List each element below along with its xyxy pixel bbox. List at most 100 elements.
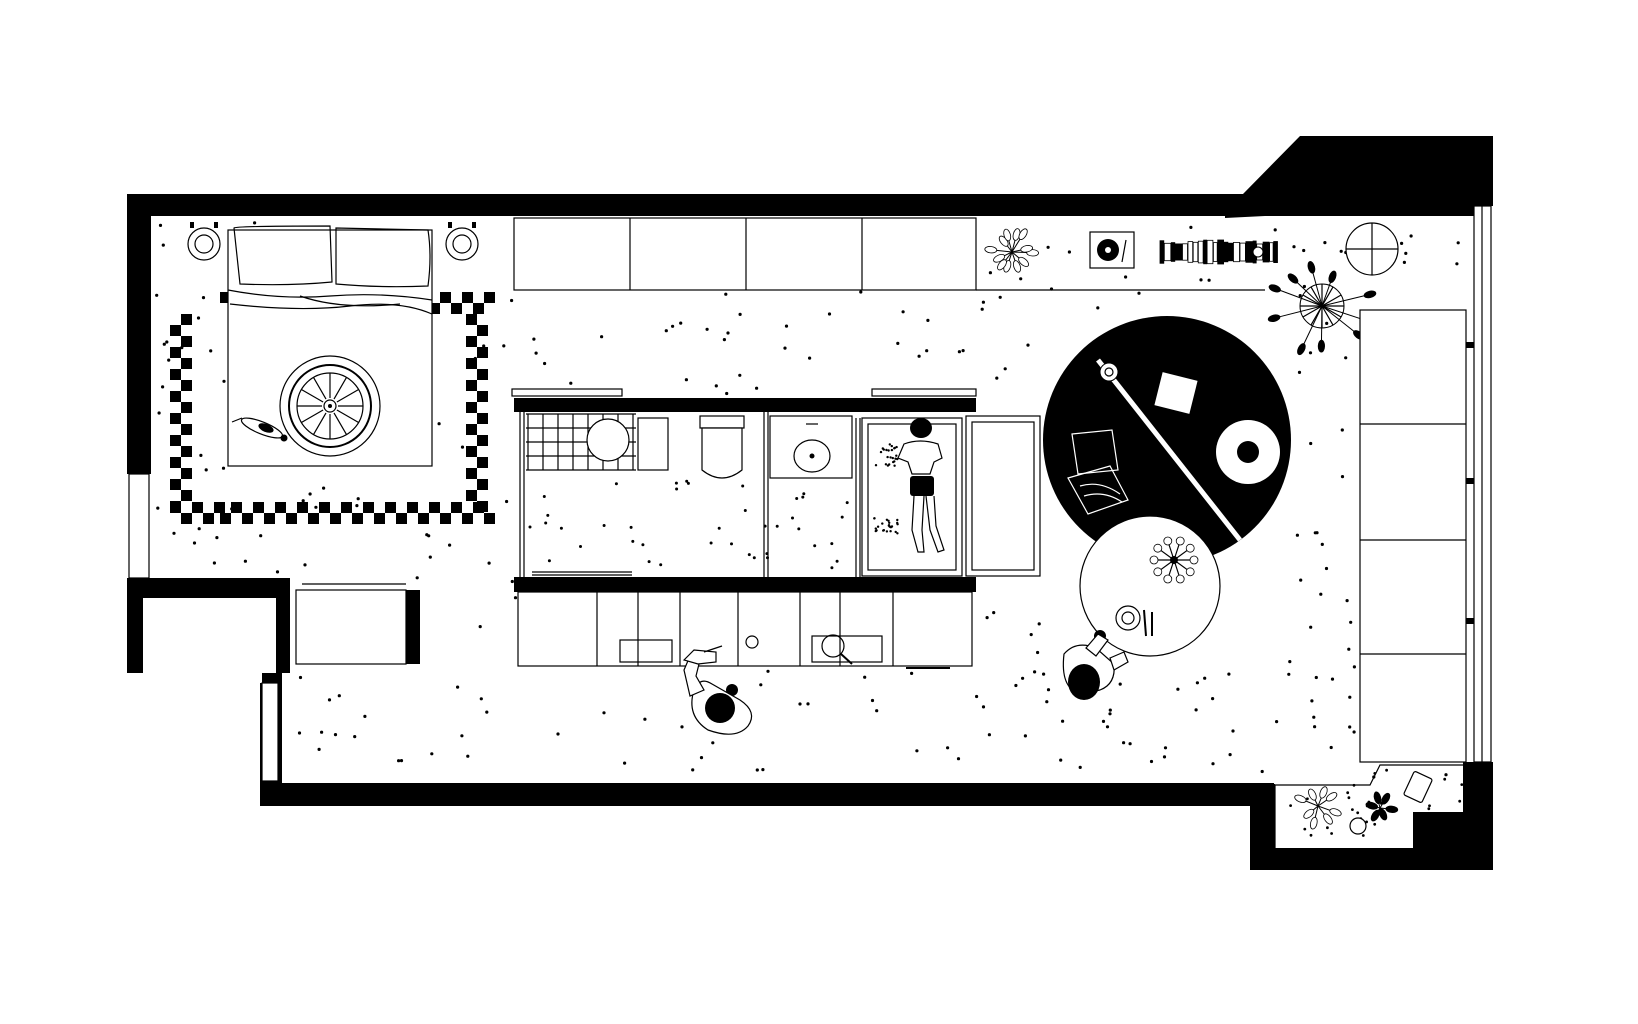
pot-spoke xyxy=(1310,305,1323,326)
speckle-dot xyxy=(215,536,219,540)
pouf-rim xyxy=(288,364,372,448)
pot-spoke xyxy=(1302,305,1323,318)
speckle-dot xyxy=(532,337,536,341)
speckle-dot xyxy=(1313,725,1317,729)
rug-square xyxy=(170,479,181,490)
cushion-outline xyxy=(1067,465,1129,515)
speckle-dot xyxy=(870,698,875,703)
cat-tail xyxy=(231,417,243,423)
speckle-dot xyxy=(356,497,360,501)
speckle-dot xyxy=(755,386,759,390)
speckle-dot xyxy=(1458,799,1462,803)
book-spine xyxy=(1228,242,1234,262)
speckle-dot xyxy=(1260,769,1264,774)
speckle-dot xyxy=(1427,807,1431,811)
speckle-dot xyxy=(301,499,305,503)
small-object xyxy=(1252,246,1264,258)
speckle-dot xyxy=(428,555,432,559)
lamp-base-right xyxy=(472,222,476,228)
flower xyxy=(1175,574,1185,584)
speckle-dot xyxy=(478,625,482,629)
record-label xyxy=(1237,441,1259,463)
bubble xyxy=(888,443,891,446)
speckle-dot xyxy=(623,761,627,765)
blanket-fold xyxy=(229,303,433,315)
rug-square xyxy=(363,502,374,513)
speckle-dot xyxy=(399,759,404,763)
speckle-dot xyxy=(542,495,546,498)
speckle-dot xyxy=(298,675,303,680)
speckle-dot xyxy=(738,312,742,316)
speckle-dot xyxy=(157,411,161,415)
bubble xyxy=(896,521,899,525)
plant-leaf xyxy=(1297,343,1306,356)
speckle-dot xyxy=(957,350,962,354)
speckle-dot xyxy=(1409,234,1413,238)
pod-glass-door xyxy=(965,415,1041,577)
speckle-dot xyxy=(674,481,678,485)
speckle-dot xyxy=(1302,284,1306,289)
plant-leaf xyxy=(1309,816,1318,830)
plant-leaf xyxy=(1294,794,1307,803)
speckle-dot xyxy=(747,553,751,557)
speckle-dot xyxy=(691,768,695,772)
blanket-fold xyxy=(227,289,433,301)
pot-spoke xyxy=(1302,294,1323,307)
speckle-dot xyxy=(156,506,160,510)
speckle-dot xyxy=(988,271,993,275)
speckle-dot xyxy=(1443,777,1447,781)
speckle-dot xyxy=(415,576,419,580)
bubble xyxy=(885,448,888,452)
plant-leaf xyxy=(1363,290,1377,299)
bath-bubbles xyxy=(873,443,899,535)
speckle-dot xyxy=(835,559,839,563)
speckle-dot xyxy=(1400,241,1404,245)
speckle-dot xyxy=(1199,278,1203,282)
speckle-dot xyxy=(1295,533,1299,537)
speckle-dot xyxy=(714,384,718,388)
bubble xyxy=(889,526,893,529)
rug-square xyxy=(477,457,488,468)
plant-leaf xyxy=(1268,284,1281,293)
speckle-dot xyxy=(1347,647,1351,651)
speckle-dot xyxy=(743,509,747,512)
person-arm xyxy=(1085,633,1109,657)
plant-leaf xyxy=(1018,228,1028,240)
pouf-spoke xyxy=(312,377,327,400)
rug-square xyxy=(484,292,495,303)
speckle-dot xyxy=(303,563,307,567)
speckle-dot xyxy=(510,298,514,303)
speckle-dot xyxy=(722,338,727,342)
speckle-dot xyxy=(1124,275,1128,279)
speckle-dot xyxy=(448,543,452,547)
rug-square xyxy=(396,513,407,524)
speckle-dot xyxy=(337,694,341,698)
speckle-dot xyxy=(664,329,668,333)
speckle-dot xyxy=(243,559,247,563)
right-window-post xyxy=(1466,478,1474,484)
plant-stem xyxy=(1321,293,1371,307)
rug-square xyxy=(170,502,181,513)
person-hair xyxy=(1068,664,1100,700)
flower xyxy=(1185,543,1195,553)
rug-square xyxy=(170,457,181,468)
person-icon xyxy=(682,645,753,735)
speckle-dot xyxy=(1330,832,1333,835)
record-player-icon xyxy=(1089,231,1135,269)
cup-icon xyxy=(1099,362,1119,382)
book-icon xyxy=(1154,372,1198,414)
speckle-dot xyxy=(1340,428,1344,432)
rug-square xyxy=(181,358,192,369)
speckle-dot xyxy=(699,756,704,760)
bubble xyxy=(886,455,889,459)
speckle-dot xyxy=(827,312,832,316)
speckle-dot xyxy=(569,381,573,385)
rug-square xyxy=(231,502,242,513)
plant-stem xyxy=(1292,278,1323,307)
plant-leaf xyxy=(1012,260,1022,273)
plate-inner xyxy=(1121,611,1135,625)
bubble xyxy=(887,524,891,527)
speckle-dot xyxy=(766,669,770,673)
plant-stem xyxy=(1321,305,1359,336)
speckle-dot xyxy=(1118,682,1122,686)
